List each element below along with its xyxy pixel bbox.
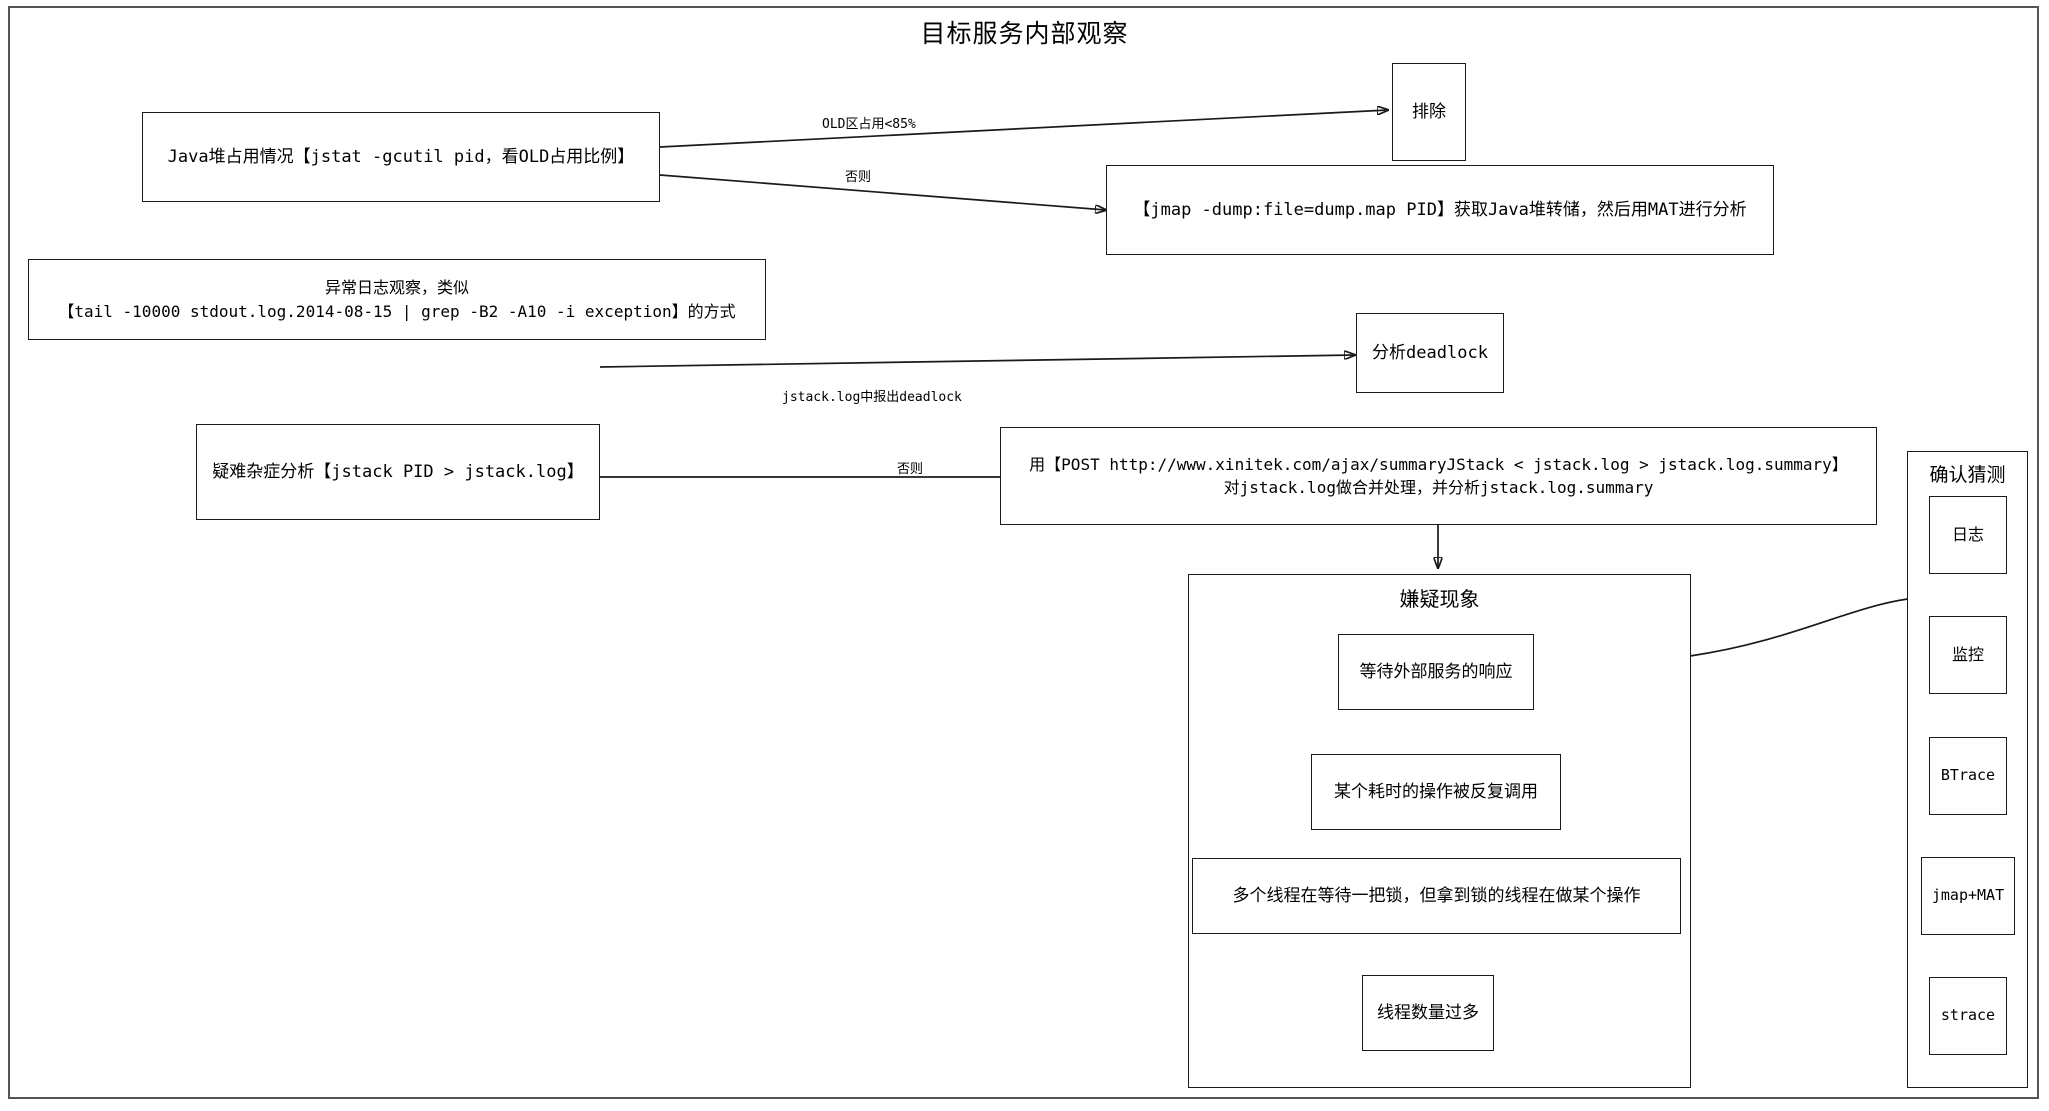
node-java-heap-usage-label: Java堆占用情况【jstat -gcutil pid，看OLD占用比例】	[167, 146, 635, 167]
suspect-item-wait-external-label: 等待外部服务的响应	[1359, 661, 1513, 682]
node-log-observation-line1: 异常日志观察，类似	[324, 278, 469, 298]
confirm-item-logs[interactable]: 日志	[1929, 496, 2007, 574]
confirm-item-strace[interactable]: strace	[1929, 977, 2007, 1055]
group-suspect-phenomena-title: 嫌疑现象	[1399, 587, 1480, 611]
node-jstack-analysis[interactable]: 疑难杂症分析【jstack PID > jstack.log】	[196, 424, 600, 520]
node-exclude-label: 排除	[1412, 101, 1446, 122]
suspect-item-too-many-threads-label: 线程数量过多	[1377, 1002, 1479, 1023]
edge-label-old-usage: OLD区占用<85%	[822, 117, 916, 132]
node-log-observation-line2: 【tail -10000 stdout.log.2014-08-15 | gre…	[58, 301, 736, 321]
node-analyze-deadlock[interactable]: 分析deadlock	[1356, 313, 1504, 393]
edge-label-otherwise-heap: 否则	[845, 170, 872, 185]
suspect-item-wait-external[interactable]: 等待外部服务的响应	[1338, 634, 1534, 710]
suspect-item-lock-contention[interactable]: 多个线程在等待一把锁，但拿到锁的线程在做某个操作	[1192, 858, 1681, 934]
edge-label-deadlock-found: jstack.log中报出deadlock	[782, 390, 962, 405]
node-jmap-dump[interactable]: 【jmap -dump:file=dump.map PID】获取Java堆转储，…	[1106, 165, 1774, 255]
edge-label-otherwise-jstack: 否则	[897, 462, 924, 477]
confirm-item-jmap-mat[interactable]: jmap+MAT	[1921, 857, 2015, 935]
confirm-item-jmap-mat-label: jmap+MAT	[1931, 886, 2005, 905]
node-log-observation[interactable]: 异常日志观察，类似 【tail -10000 stdout.log.2014-0…	[28, 259, 766, 340]
suspect-item-too-many-threads[interactable]: 线程数量过多	[1362, 975, 1494, 1051]
page-title: 目标服务内部观察	[920, 19, 1129, 48]
node-jstack-analysis-label: 疑难杂症分析【jstack PID > jstack.log】	[212, 461, 584, 482]
confirm-item-monitoring-label: 监控	[1951, 645, 1984, 665]
confirm-item-strace-label: strace	[1940, 1006, 1996, 1025]
confirm-item-btrace[interactable]: BTrace	[1929, 737, 2007, 815]
node-post-summary[interactable]: 用【POST http://www.xinitek.com/ajax/summa…	[1000, 427, 1877, 525]
confirm-item-logs-label: 日志	[1951, 525, 1984, 545]
node-post-summary-line1: 用【POST http://www.xinitek.com/ajax/summa…	[1029, 454, 1848, 474]
confirm-item-monitoring[interactable]: 监控	[1929, 616, 2007, 694]
node-analyze-deadlock-label: 分析deadlock	[1372, 342, 1488, 363]
suspect-item-repeated-costly-op-label: 某个耗时的操作被反复调用	[1334, 781, 1538, 802]
suspect-item-repeated-costly-op[interactable]: 某个耗时的操作被反复调用	[1311, 754, 1561, 830]
suspect-item-lock-contention-label: 多个线程在等待一把锁，但拿到锁的线程在做某个操作	[1232, 885, 1641, 906]
node-java-heap-usage[interactable]: Java堆占用情况【jstat -gcutil pid，看OLD占用比例】	[142, 112, 660, 202]
node-exclude[interactable]: 排除	[1392, 63, 1466, 161]
confirm-item-btrace-label: BTrace	[1940, 766, 1996, 785]
node-post-summary-line2: 对jstack.log做合并处理，并分析jstack.log.summary	[1223, 478, 1654, 497]
node-jmap-dump-label: 【jmap -dump:file=dump.map PID】获取Java堆转储，…	[1133, 199, 1747, 220]
group-confirm-guess-title: 确认猜测	[1929, 464, 2006, 486]
